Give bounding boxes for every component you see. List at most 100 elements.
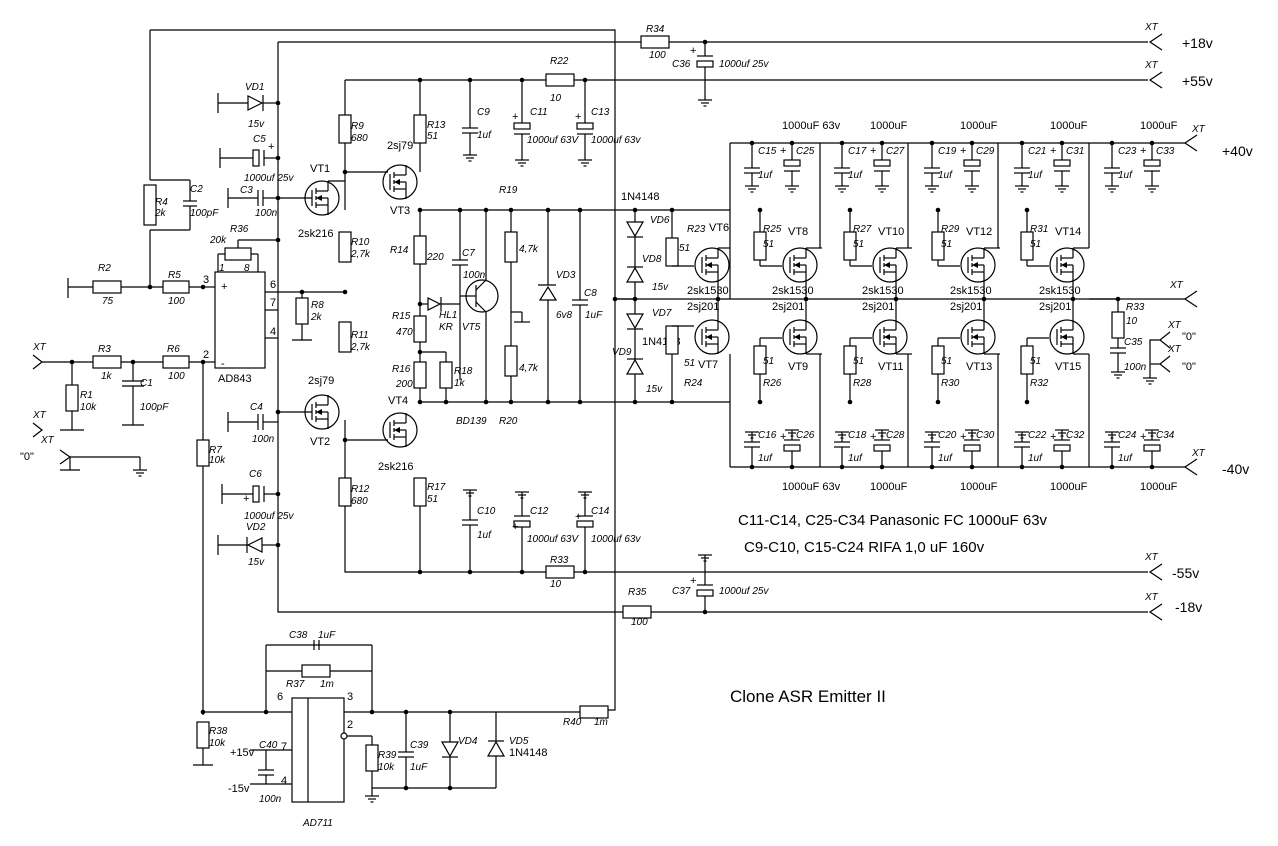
svg-text:2sk216: 2sk216 <box>378 461 413 473</box>
svg-text:1000uf 63V: 1000uf 63V <box>527 534 579 545</box>
svg-text:AD711: AD711 <box>302 818 333 829</box>
svg-text:2sj79: 2sj79 <box>308 375 334 387</box>
label: 1uf <box>848 170 863 181</box>
vt3 <box>382 164 418 200</box>
svg-text:15v: 15v <box>652 282 669 293</box>
label: 1000uF <box>1140 481 1178 493</box>
svg-text:1000uf 25v: 1000uf 25v <box>719 586 769 597</box>
rail-m40: -40v <box>1222 461 1249 477</box>
svg-text:+: + <box>221 281 227 293</box>
svg-text:6: 6 <box>277 691 283 703</box>
svg-text:1uf: 1uf <box>477 130 492 141</box>
label: VT12 <box>966 226 992 238</box>
svg-text:1000uf 25v: 1000uf 25v <box>719 59 769 70</box>
output-pair-1: 51 R23 VT6 2sk1530 51 R24 2sj201 VT7 <box>665 210 730 402</box>
svg-text:C10: C10 <box>477 506 496 517</box>
svg-text:VD7: VD7 <box>652 308 672 319</box>
label: VT10 <box>878 226 904 238</box>
svg-text:R18: R18 <box>454 366 473 377</box>
svg-text:10: 10 <box>550 579 562 590</box>
svg-text:R33: R33 <box>550 555 569 566</box>
label: 1000uF <box>1140 120 1178 132</box>
svg-text:R16: R16 <box>392 364 411 375</box>
svg-text:10k: 10k <box>209 455 226 466</box>
label: 2sj201 <box>772 301 804 313</box>
xt-label: XT <box>1167 320 1182 331</box>
label: C25 <box>796 146 815 157</box>
label: C32 <box>1066 430 1085 441</box>
svg-text:100n: 100n <box>1124 362 1147 373</box>
svg-text:-15v: -15v <box>228 783 250 795</box>
xt-label: XT <box>32 410 47 421</box>
svg-text:2,7k: 2,7k <box>350 249 371 260</box>
svg-text:R14: R14 <box>390 245 409 256</box>
label: 1uf <box>1028 453 1043 464</box>
xt-label: XT <box>1169 280 1184 291</box>
svg-text:+: + <box>1050 431 1056 443</box>
schematic-title: Clone ASR Emitter II <box>730 687 886 706</box>
svg-text:+: + <box>780 431 786 443</box>
svg-text:10: 10 <box>550 93 562 104</box>
svg-text:C38: C38 <box>289 630 308 641</box>
svg-text:7: 7 <box>281 741 287 753</box>
svg-text:R9: R9 <box>351 121 364 132</box>
svg-text:R20: R20 <box>499 416 518 427</box>
svg-text:R10: R10 <box>351 237 370 248</box>
label: 1uf <box>1118 453 1133 464</box>
svg-text:75: 75 <box>102 296 114 307</box>
svg-text:100n: 100n <box>252 434 275 445</box>
svg-text:470: 470 <box>396 327 413 338</box>
svg-text:51: 51 <box>679 243 690 254</box>
svg-text:100: 100 <box>168 371 185 382</box>
label: C28 <box>886 430 905 441</box>
svg-text:3: 3 <box>203 274 209 286</box>
label: 1000uF 63v <box>782 481 841 493</box>
svg-text:2k: 2k <box>310 312 323 323</box>
svg-text:VD8: VD8 <box>642 254 662 265</box>
label: 1uf <box>1118 170 1133 181</box>
svg-text:2sk1530: 2sk1530 <box>687 285 729 297</box>
svg-text:R8: R8 <box>311 300 324 311</box>
svg-text:VT2: VT2 <box>310 436 330 448</box>
label: C18 <box>848 430 867 441</box>
label: R26 <box>763 378 782 389</box>
label: 2sk1530 <box>950 285 992 297</box>
svg-text:R33: R33 <box>1126 302 1145 313</box>
label: C19 <box>938 146 957 157</box>
svg-text:10k: 10k <box>80 402 97 413</box>
label: 51 <box>853 356 864 367</box>
label: 2sk1530 <box>1039 285 1081 297</box>
label: C21 <box>1028 146 1046 157</box>
svg-text:1000uf 63V: 1000uf 63V <box>527 135 579 146</box>
svg-text:7: 7 <box>270 297 276 309</box>
label: 1uf <box>848 453 863 464</box>
svg-text:C12: C12 <box>530 506 549 517</box>
svg-text:VT1: VT1 <box>310 163 330 175</box>
xt-label: XT <box>1191 448 1206 459</box>
svg-text:R38: R38 <box>209 726 228 737</box>
svg-text:100n: 100n <box>255 208 278 219</box>
svg-text:15v: 15v <box>248 557 265 568</box>
svg-text:4: 4 <box>270 326 276 338</box>
svg-text:R13: R13 <box>427 120 446 131</box>
svg-text:100n: 100n <box>463 270 486 281</box>
svg-text:1uF: 1uF <box>410 762 428 773</box>
svg-text:C6: C6 <box>249 469 262 480</box>
label: 1000uF <box>1050 481 1088 493</box>
label: 2sj201 <box>862 301 894 313</box>
vt-n <box>1049 247 1085 283</box>
bank-risers <box>819 143 1118 467</box>
svg-text:+: + <box>575 111 581 123</box>
label: 1000uF 63v <box>782 120 841 132</box>
label: C17 <box>848 146 867 157</box>
svg-text:R37: R37 <box>286 679 305 690</box>
rail-m55: -55v <box>1172 565 1199 581</box>
